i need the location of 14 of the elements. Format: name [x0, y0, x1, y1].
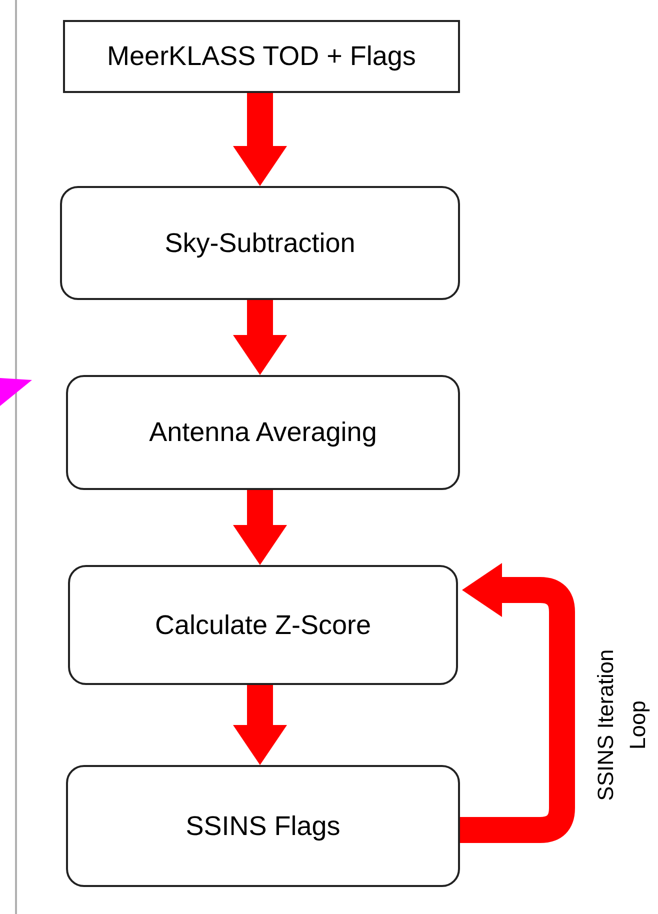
process-box: [68, 565, 458, 685]
process-box: [60, 186, 460, 300]
process-box: [63, 20, 460, 93]
box-label: SSINS Flags: [186, 810, 340, 843]
box-label: Antenna Averaging: [149, 416, 377, 450]
arrow: [233, 490, 287, 565]
arrow: [233, 685, 287, 765]
arrow: [460, 563, 575, 843]
process-box: [66, 765, 460, 887]
box-label: Calculate Z-Score: [154, 608, 372, 642]
box-label: MeerKLASS TOD + Flags: [107, 40, 416, 74]
box-label: Sky-Subtraction: [164, 226, 356, 260]
arrow: [233, 93, 287, 186]
process-box: [66, 375, 460, 490]
